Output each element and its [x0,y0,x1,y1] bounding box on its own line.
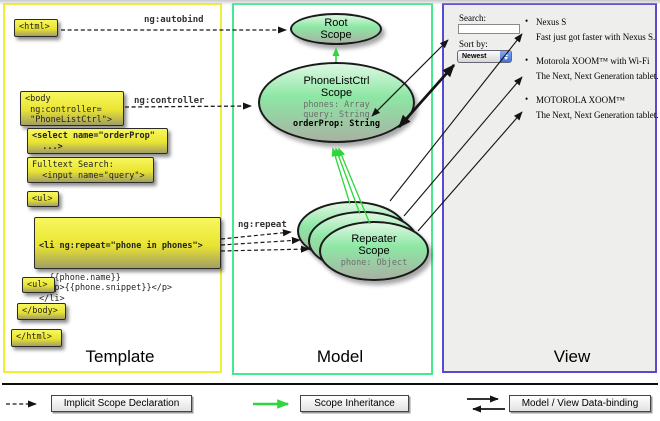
code-body-close: </body> [17,303,66,320]
list-item-name: Motorola XOOM™ with Wi-Fi [536,56,650,66]
search-label: Search: [459,13,486,23]
root-scope-ellipse: Root Scope [290,13,382,45]
repeater-scope-ellipse-front: Repeater Scope phone: Object [319,221,429,281]
stepper-icon[interactable] [500,51,511,62]
ng-autobind-label: ng:autobind [144,15,204,25]
ng-controller-label: ng:controller [134,96,205,106]
code-select: <select name="orderProp" ...> [27,128,168,154]
sort-dropdown-value: Newest [462,53,487,60]
bullet-icon: • [525,94,529,104]
model-panel [232,3,433,375]
code-ul-close: <ul> [22,277,55,293]
code-body-open: <body ng:controller= "PhoneListCtrl"> [20,91,124,126]
code-ul-open: <ul> [27,191,59,207]
code-li-repeat: <li ng:repeat="phone in phones"> {{phone… [34,217,221,304]
legend-separator [2,383,658,385]
stepper-up-icon [503,53,508,56]
legend-implicit-scope-declaration: Implicit Scope Declaration [51,395,192,412]
prop-orderprop: orderProp: String [293,119,380,130]
phonelistctrl-scope-title: PhoneListCtrl Scope [303,75,370,100]
prop-query: query: String [303,109,370,120]
view-panel-label: View [553,347,591,366]
model-panel-label: Model [316,347,364,366]
list-item-desc: The Next, Next Generation tablet. [536,110,659,120]
code-li-repeat-rest: {{phone.name}} <p>{{phone.snippet}}</p> … [39,272,173,304]
code-fulltext-search: Fulltext Search: <input name="query"> [27,157,154,183]
search-input[interactable] [458,24,520,34]
list-item-name: MOTOROLA XOOM™ [536,95,625,105]
stepper-down-icon [503,57,508,60]
sort-by-label: Sort by: [459,39,488,49]
code-html-open: <html> [14,19,58,37]
top-shadow [0,0,660,5]
list-item-name: Nexus S [536,17,567,27]
root-scope-title: Root Scope [320,17,352,41]
code-html-close: </html> [11,329,62,347]
repeater-scope-title: Repeater Scope [351,233,397,258]
phonelistctrl-scope-ellipse: PhoneListCtrl Scope phones: Array query:… [258,62,415,143]
bullet-icon: • [525,16,529,26]
template-panel-label: Template [85,347,155,366]
list-item-desc: Fast just got faster with Nexus S. [536,32,656,42]
bullet-icon: • [525,55,529,65]
list-item-desc: The Next, Next Generation tablet. [536,71,659,81]
legend-model-view-data-binding: Model / View Data-binding [509,395,651,412]
prop-phones: phones: Array [303,100,370,111]
legend-scope-inheritance: Scope Inheritance [300,395,409,412]
code-li-repeat-line1: <li ng:repeat="phone in phones"> [39,241,203,251]
prop-phone: phone: Object [340,258,408,269]
sort-dropdown[interactable]: Newest [457,50,512,63]
ng-repeat-label: ng:repeat [238,220,287,230]
